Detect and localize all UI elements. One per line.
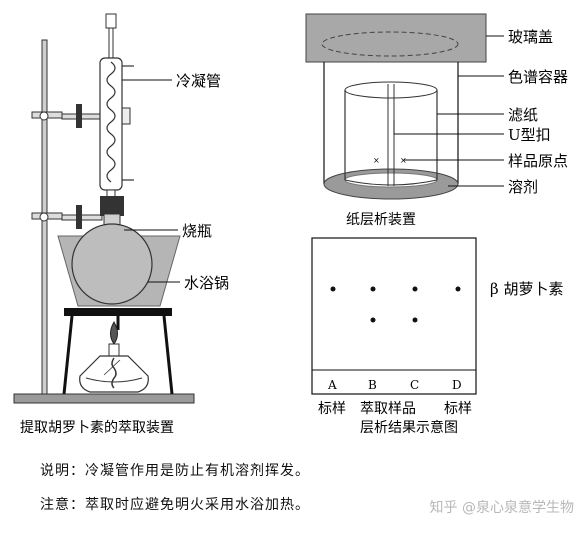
spot-lane-c-top bbox=[412, 286, 418, 292]
spot-lane-b-bottom bbox=[370, 317, 376, 323]
label-u-clip: U型扣 bbox=[508, 126, 551, 144]
label-flask: 烧瓶 bbox=[182, 222, 212, 240]
lower-clamp bbox=[31, 205, 103, 229]
flame-icon bbox=[110, 321, 118, 345]
chromatogram-paper bbox=[311, 237, 477, 395]
watermark: 知乎 @泉心泉意学生物 bbox=[429, 500, 574, 516]
label-water-bath: 水浴锅 bbox=[184, 274, 229, 292]
paper-chromatography-apparatus: × × 玻璃盖 色谱容器 滤纸 U型扣 样品原点 溶剂 纸层析装置 bbox=[305, 13, 568, 228]
label-condenser: 冷凝管 bbox=[176, 72, 221, 90]
label-glass-lid: 玻璃盖 bbox=[508, 28, 553, 46]
label-sample-origin: 样品原点 bbox=[508, 152, 568, 170]
caption-paper-chromatography: 纸层析装置 bbox=[346, 212, 416, 228]
sub-label-right-standard: 标样 bbox=[444, 401, 472, 417]
lane-label-d: D bbox=[452, 378, 462, 392]
stopper bbox=[100, 196, 124, 216]
sub-label-extract-sample: 萃取样品 bbox=[360, 401, 416, 417]
sample-mark-left: × bbox=[373, 156, 380, 165]
stand-base bbox=[13, 393, 195, 404]
caption-extraction-apparatus: 提取胡罗卜素的萃取装置 bbox=[20, 420, 174, 436]
spot-lane-a-top bbox=[330, 286, 336, 292]
spot-lane-c-bottom bbox=[412, 317, 418, 323]
label-solvent: 溶剂 bbox=[508, 178, 538, 196]
filter-paper bbox=[344, 81, 438, 186]
sample-mark-right: × bbox=[400, 156, 407, 165]
caption-chromatography-result: 层析结果示意图 bbox=[360, 419, 458, 436]
sub-label-left-standard: 标样 bbox=[318, 401, 346, 417]
lane-label-c: C bbox=[410, 378, 419, 392]
note-water-bath-heating: 注意：萃取时应避免明火采用水浴加热。 bbox=[40, 497, 310, 513]
lane-label-b: B bbox=[368, 378, 377, 392]
chromatogram-result: β 胡萝卜素 A B C D 标样 萃取样品 标样 层析结果示意图 bbox=[311, 237, 563, 436]
spot-lane-d-top bbox=[455, 286, 461, 292]
extraction-apparatus: 冷凝管 烧瓶 水浴锅 提取胡罗卜素的萃取装置 bbox=[13, 13, 229, 436]
glass-lid bbox=[305, 13, 487, 63]
tripod bbox=[62, 308, 174, 395]
label-beta-carotene: β 胡萝卜素 bbox=[490, 280, 563, 298]
note-condenser-purpose: 说明：冷凝管作用是防止有机溶剂挥发。 bbox=[40, 463, 310, 479]
label-filter-paper: 滤纸 bbox=[508, 106, 538, 124]
condenser bbox=[99, 13, 134, 199]
alcohol-lamp bbox=[79, 343, 149, 393]
flask bbox=[71, 213, 153, 305]
spot-lane-b-top bbox=[370, 286, 376, 292]
lane-label-a: A bbox=[327, 378, 337, 392]
label-chromatography-container: 色谱容器 bbox=[508, 68, 568, 86]
